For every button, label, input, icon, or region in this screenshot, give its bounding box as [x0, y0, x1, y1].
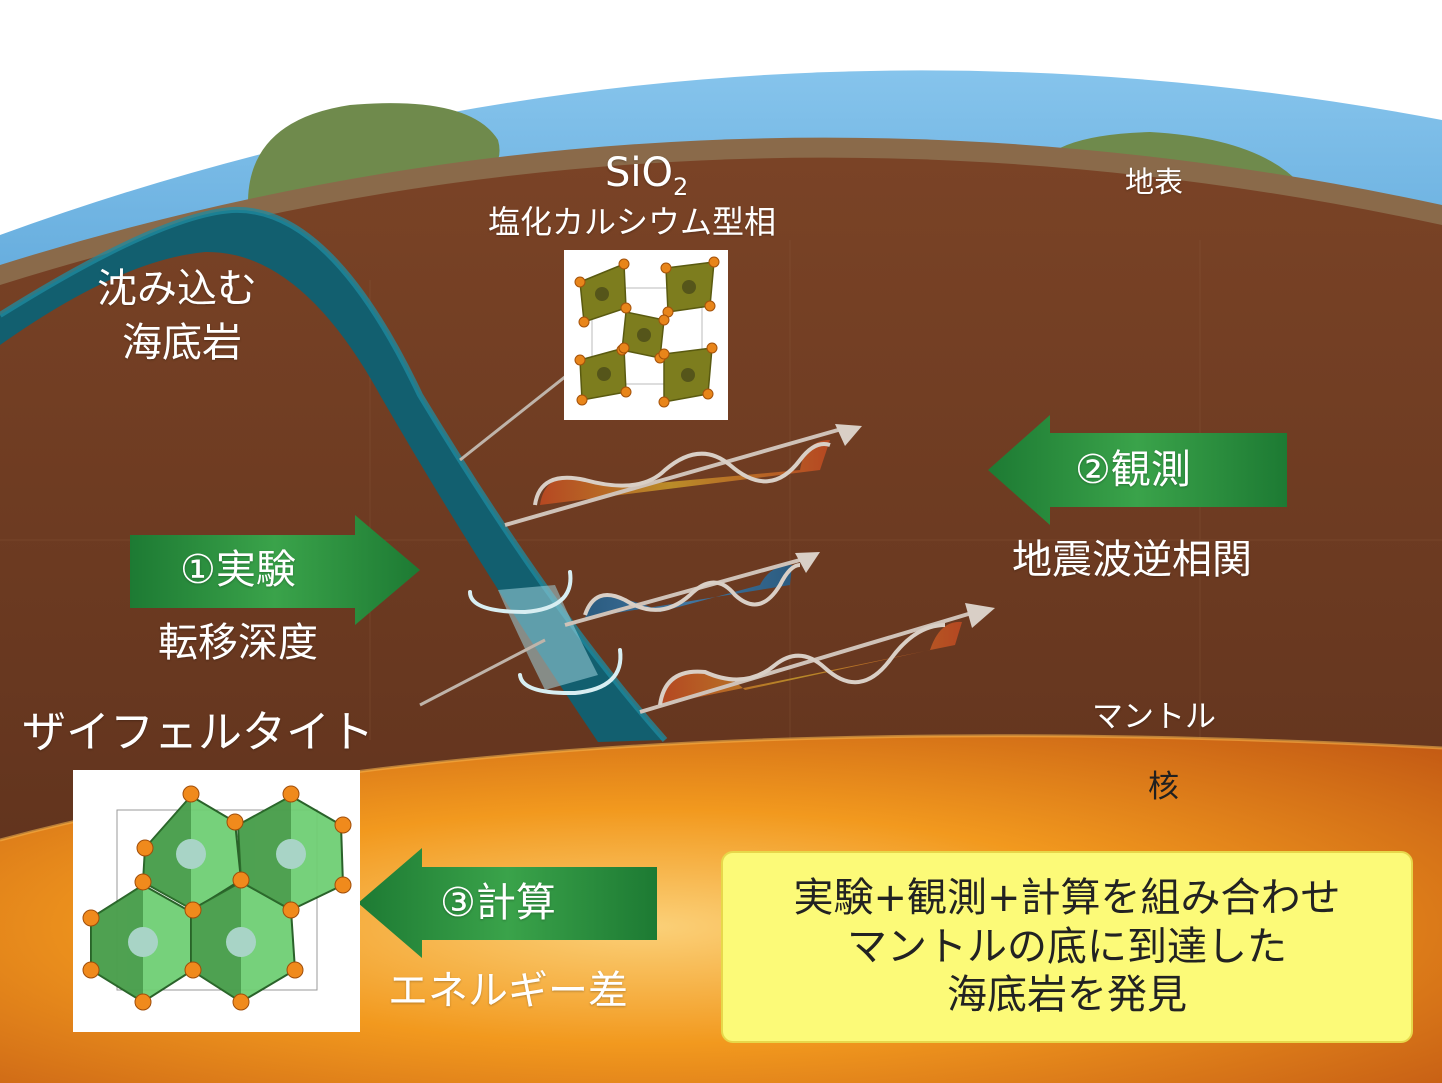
- observation-label: ②観測: [1075, 447, 1191, 493]
- summary-line-1: 実験+観測+計算を組み合わせ: [793, 874, 1340, 923]
- observation-sub-label: 地震波逆相関: [1012, 537, 1252, 583]
- sio2-crystal-structure-icon: [564, 250, 728, 420]
- slab-label-line1: 沈み込む: [97, 266, 257, 312]
- experiment-label: ①実験: [180, 547, 296, 593]
- summary-line-3: 海底岩を発見: [947, 971, 1187, 1020]
- summary-box: 実験+観測+計算を組み合わせ マントルの底に到達した 海底岩を発見: [721, 851, 1413, 1043]
- calculation-sub-label: エネルギー差: [388, 968, 628, 1014]
- calculation-label: ③計算: [440, 880, 556, 926]
- zeifelite-label: ザイフェルタイト: [22, 708, 374, 759]
- slab-label-line2: 海底岩: [122, 320, 242, 366]
- zeifelite-crystal-panel: [73, 770, 360, 1032]
- sio2-formula: SiO2: [605, 150, 688, 202]
- mantle-label: マントル: [1092, 700, 1216, 736]
- experiment-sub-label: 転移深度: [158, 620, 318, 666]
- zeifelite-crystal-structure-icon: [73, 770, 360, 1032]
- core-label: 核: [1148, 770, 1179, 806]
- summary-line-2: マントルの底に到達した: [847, 923, 1287, 972]
- sio2-phase-label: 塩化カルシウム型相: [488, 204, 776, 241]
- surface-label: 地表: [1125, 166, 1183, 199]
- sio2-crystal-panel: [564, 250, 728, 420]
